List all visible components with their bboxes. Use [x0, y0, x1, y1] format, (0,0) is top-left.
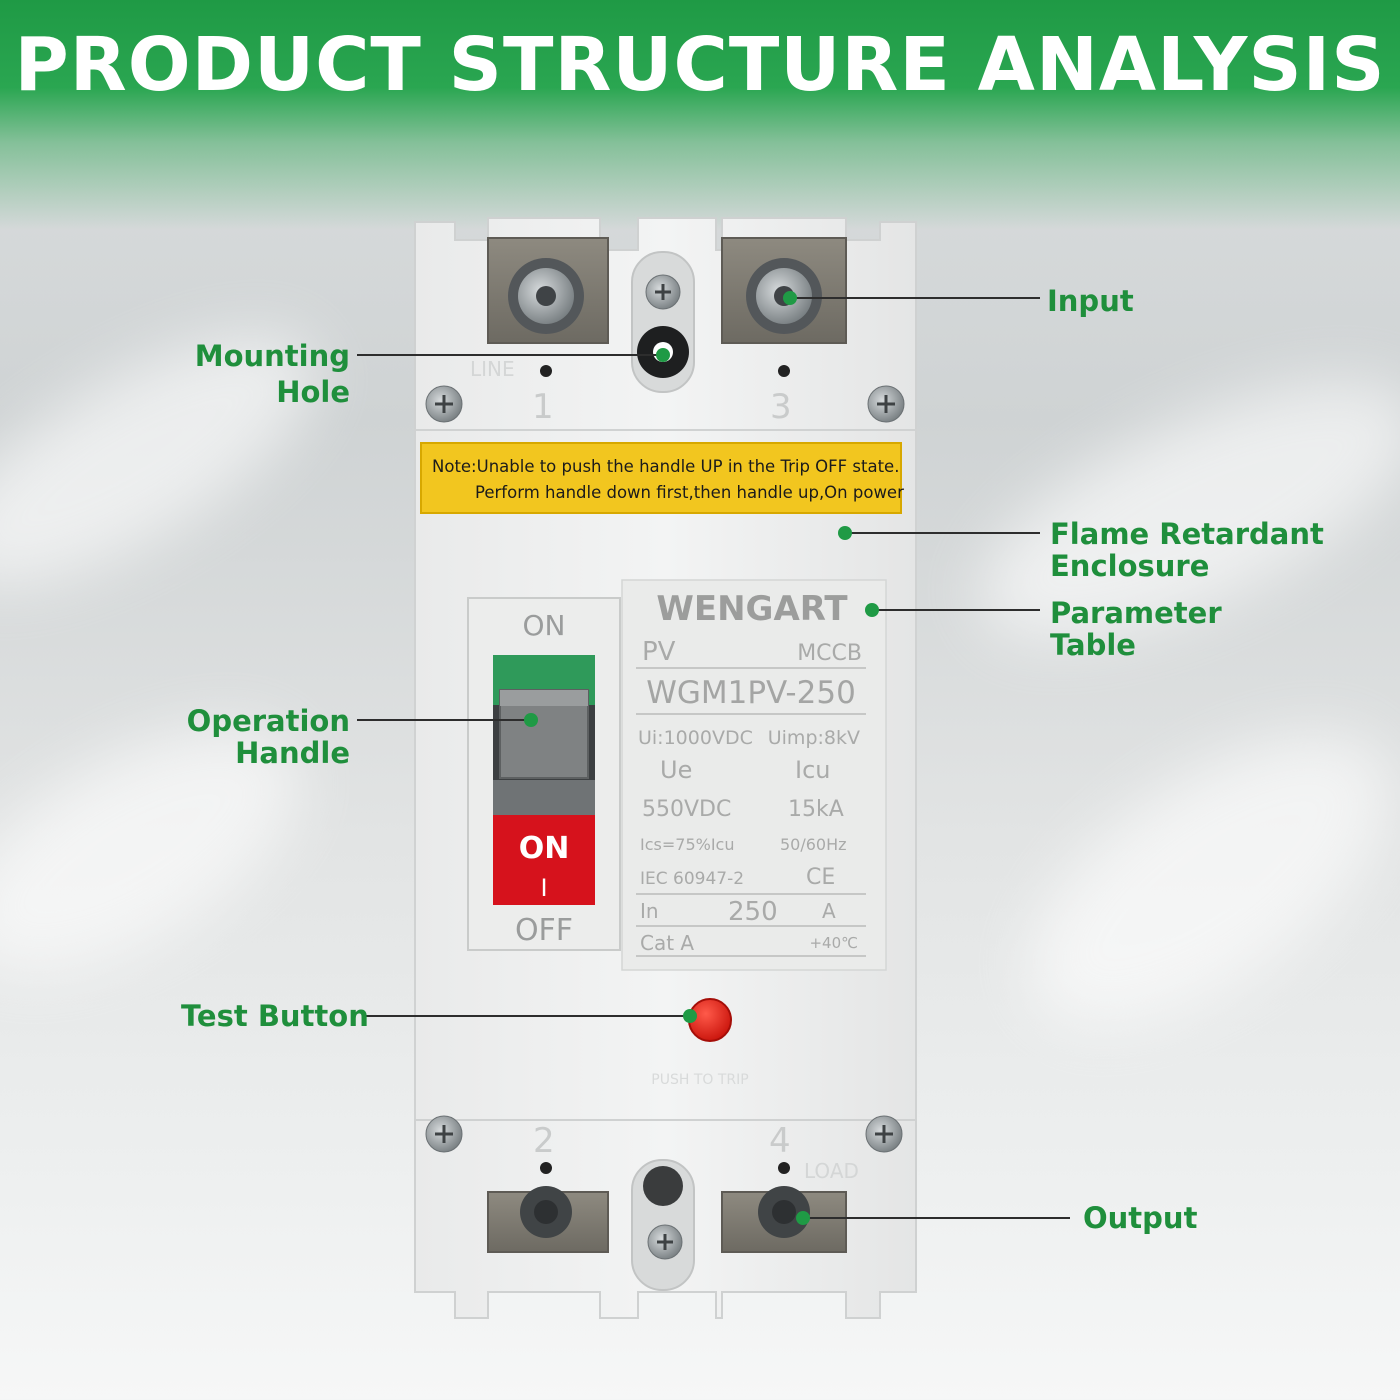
callout-operation-handle: Operation Handle: [187, 705, 350, 769]
callout-operation-handle-line2: Handle: [235, 736, 350, 770]
cover-screw-icon: [865, 1115, 903, 1153]
callout-flame-enclosure-line2: Enclosure: [1050, 549, 1210, 583]
page-title: PRODUCT STRUCTURE ANALYSIS: [14, 22, 1386, 108]
output-terminal-screw-left: [520, 1186, 572, 1238]
standard: IEC 60947-2: [640, 869, 744, 889]
header-banner: PRODUCT STRUCTURE ANALYSIS: [0, 0, 1400, 230]
load-mark: LOAD: [804, 1159, 859, 1183]
uimp-rating: Uimp:8kV: [768, 727, 860, 749]
callout-test-button: Test Button: [181, 999, 369, 1033]
terminal-number-3: 3: [770, 387, 792, 427]
terminal-number-2: 2: [533, 1121, 555, 1161]
output-terminal-screw-right: [758, 1186, 810, 1238]
callout-operation-handle-line1: Operation: [186, 704, 350, 738]
mounting-hole: [637, 326, 689, 378]
in-value: 250: [728, 897, 778, 927]
test-button[interactable]: [688, 998, 732, 1042]
terminal-number-1: 1: [532, 387, 554, 427]
callout-flame-enclosure: Flame Retardant Enclosure: [1050, 518, 1324, 582]
callout-input: Input: [1047, 284, 1134, 318]
handle-on-marking: ON: [523, 609, 566, 642]
handle-off-marking: OFF: [515, 913, 573, 948]
in-label: In: [640, 899, 659, 923]
ce-mark: CE: [806, 865, 835, 890]
callout-output: Output: [1083, 1201, 1198, 1235]
temperature: +40℃: [809, 934, 858, 952]
model-number: WGM1PV-250: [646, 675, 856, 711]
warning-line-1: Note:Unable to push the handle UP in the…: [432, 457, 899, 476]
ue-value: 550VDC: [642, 797, 731, 822]
warning-label: Note:Unable to push the handle UP in the…: [420, 442, 904, 514]
ue-label: Ue: [660, 756, 692, 784]
callout-mounting-hole-line2: Hole: [276, 375, 350, 409]
callout-parameter-table-line1: Parameter: [1050, 596, 1222, 630]
warning-line-2: Perform handle down first,then handle up…: [475, 483, 904, 502]
input-terminal-screw-right: [746, 258, 822, 334]
frequency: 50/60Hz: [780, 835, 847, 854]
input-terminal-screw-left: [508, 258, 584, 334]
handle-on-symbol: I: [540, 874, 547, 902]
callout-mounting-hole: Mounting Hole: [195, 340, 350, 408]
bottom-mounting-hole: [643, 1166, 683, 1206]
small-screw-icon: [647, 1224, 683, 1260]
cover-screw-icon: [425, 1115, 463, 1153]
ui-rating: Ui:1000VDC: [638, 727, 753, 749]
callout-parameter-table: Parameter Table: [1050, 597, 1222, 661]
mccb-label: MCCB: [797, 641, 862, 666]
parameter-table: WENGART PV MCCB WGM1PV-250 Ui:1000VDC Ui…: [621, 579, 887, 971]
in-unit: A: [822, 899, 836, 923]
cover-screw-icon: [425, 385, 463, 423]
brand-name: WENGART: [656, 589, 848, 629]
operation-handle[interactable]: [499, 689, 589, 779]
pv-label: PV: [642, 637, 676, 667]
bottom-terminal-block: [414, 1119, 917, 1319]
callout-flame-enclosure-line1: Flame Retardant: [1050, 517, 1324, 551]
ics-rating: Ics=75%Icu: [640, 835, 734, 854]
callout-parameter-table-line2: Table: [1050, 628, 1136, 662]
terminal-number-4: 4: [769, 1121, 791, 1161]
small-screw-icon: [645, 274, 681, 310]
cover-screw-icon: [867, 385, 905, 423]
line-mark: LINE: [470, 357, 515, 381]
push-to-trip-marking: PUSH TO TRIP: [651, 1072, 748, 1088]
top-terminal-block: [414, 217, 917, 431]
icu-label: Icu: [795, 756, 830, 784]
category: Cat A: [640, 931, 694, 955]
icu-value: 15kA: [788, 797, 844, 822]
handle-on-label: ON: [519, 831, 570, 866]
callout-mounting-hole-line1: Mounting: [194, 339, 350, 373]
